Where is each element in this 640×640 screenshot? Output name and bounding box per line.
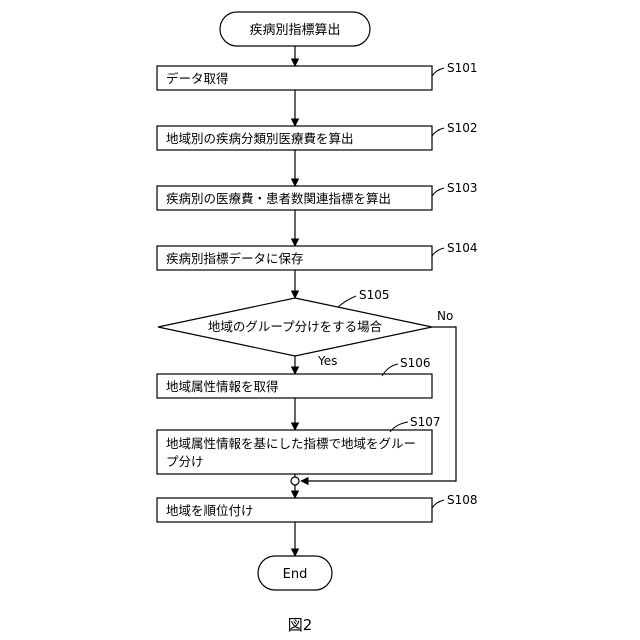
step-s102-id: S102	[447, 121, 478, 135]
step-s101-leader	[432, 68, 444, 76]
step-s108-id: S108	[447, 493, 478, 507]
step-s104-leader	[432, 248, 444, 256]
step-s108: 地域を順位付け S108	[157, 493, 478, 522]
step-s103-id: S103	[447, 181, 478, 195]
step-s103-label: 疾病別の医療費・患者数関連指標を算出	[166, 191, 391, 206]
step-s104-label: 疾病別指標データに保存	[166, 251, 304, 266]
step-s106-label: 地域属性情報を取得	[166, 379, 279, 394]
decision-s105-id: S105	[359, 288, 390, 302]
step-s107-id: S107	[410, 415, 441, 429]
start-label: 疾病別指標算出	[249, 23, 340, 38]
step-s106-id: S106	[400, 356, 431, 370]
merge-node	[291, 477, 299, 485]
step-s108-leader	[432, 500, 444, 508]
start-terminal: 疾病別指標算出	[220, 12, 370, 46]
step-s102-label: 地域別の疾病分類別医療費を算出	[166, 131, 354, 146]
step-s102: 地域別の疾病分類別医療費を算出 S102	[157, 121, 478, 150]
step-s107-label-line1: 地域属性情報を基にした指標で地域をグルー	[166, 436, 416, 451]
decision-yes-label: Yes	[317, 354, 337, 368]
step-s103-leader	[432, 188, 444, 196]
decision-s105-label: 地域のグループ分けをする場合	[208, 319, 383, 334]
step-s107: 地域属性情報を基にした指標で地域をグルー プ分け S107	[157, 415, 441, 474]
decision-s105-leader	[338, 296, 356, 307]
end-label: End	[283, 567, 308, 582]
step-s102-leader	[432, 128, 444, 136]
step-s108-label: 地域を順位付け	[166, 503, 254, 518]
step-s103: 疾病別の医療費・患者数関連指標を算出 S103	[157, 181, 478, 210]
step-s101-label: データ取得	[166, 71, 229, 86]
step-s101: データ取得 S101	[157, 61, 478, 90]
figure-caption: 図2	[288, 616, 313, 634]
step-s104: 疾病別指標データに保存 S104	[157, 241, 478, 270]
step-s101-id: S101	[447, 61, 478, 75]
step-s107-label-line2: プ分け	[166, 454, 204, 469]
decision-no-label: No	[437, 309, 453, 323]
end-terminal: End	[258, 556, 332, 590]
step-s104-id: S104	[447, 241, 478, 255]
